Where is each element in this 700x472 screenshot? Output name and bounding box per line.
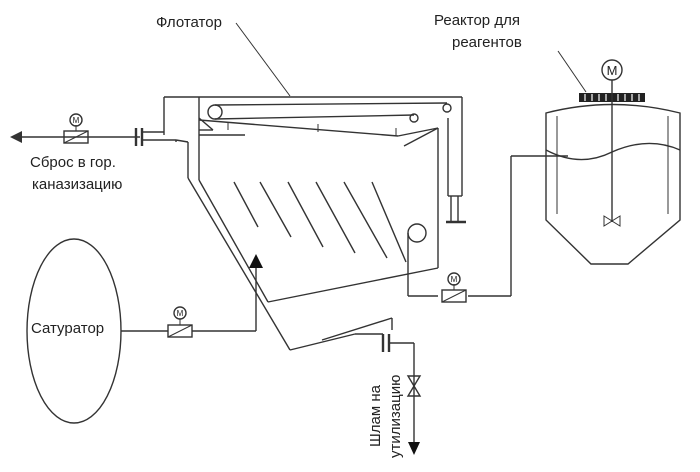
motor-icon xyxy=(173,306,187,320)
saturator-arrow-icon xyxy=(249,254,263,268)
motor-valve-discharge: M xyxy=(63,113,89,144)
discharge-pipe xyxy=(10,128,177,146)
reagent-reactor xyxy=(545,103,681,265)
reactor-motor-symbol: M xyxy=(607,63,618,78)
impeller-left xyxy=(603,215,613,227)
motor-icon xyxy=(447,272,461,286)
manual-valve-sludge xyxy=(406,375,422,397)
flotator-tank xyxy=(163,96,463,351)
sludge-label-line1: Шлам на xyxy=(367,384,384,447)
discharge-arrow-icon xyxy=(10,131,22,143)
discharge-label-line1: Сброс в гор. xyxy=(30,154,116,171)
reactor-label-line2: реагентов xyxy=(452,34,522,51)
saturator-pipe xyxy=(121,254,263,332)
reagent-pipe xyxy=(407,155,568,297)
sludge-pipe xyxy=(355,318,420,455)
motor-symbol: M xyxy=(73,116,80,125)
skimmer-conveyor xyxy=(207,102,452,123)
reactor-label-line1: Реактор для xyxy=(434,12,520,29)
saturator-label: Сатуратор xyxy=(31,320,104,337)
discharge-label-line2: каназизацию xyxy=(32,176,122,193)
reagent-dispenser xyxy=(407,223,427,243)
motor-valve-saturator: M xyxy=(167,306,193,338)
reactor-leader-line xyxy=(557,50,587,93)
lamella-plates xyxy=(233,181,407,263)
support-flange xyxy=(446,196,466,224)
motor-symbol: M xyxy=(177,309,184,318)
flotator-label: Флотатор xyxy=(156,14,222,31)
impeller-right xyxy=(611,215,621,227)
motor-symbol: M xyxy=(451,275,458,284)
sludge-label-line2: утилизацию xyxy=(387,375,404,458)
sludge-arrow-icon xyxy=(408,442,420,455)
flotator-leader-line xyxy=(235,22,291,97)
motor-valve-reagent: M xyxy=(441,272,467,303)
motor-icon xyxy=(69,113,83,127)
reactor-mixer: M xyxy=(601,59,623,227)
